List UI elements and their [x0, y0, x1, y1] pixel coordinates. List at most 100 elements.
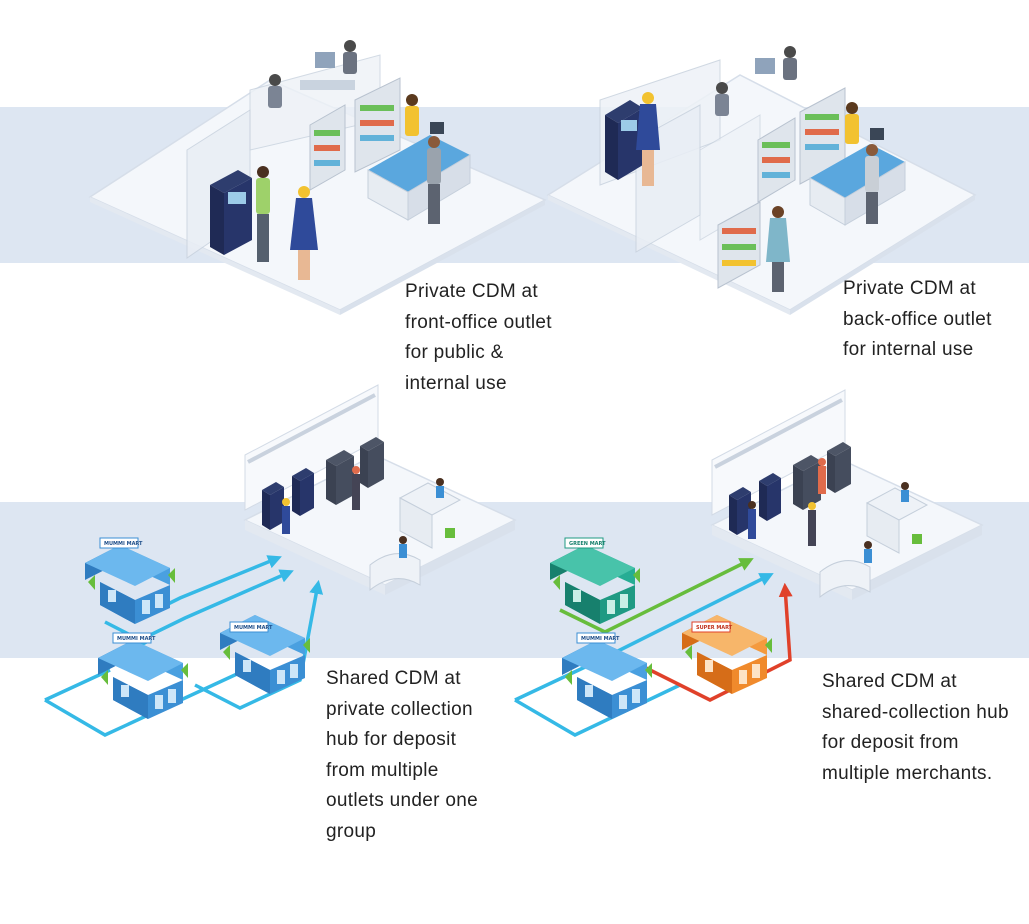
store-sign: MUMMI MART: [581, 636, 620, 642]
cashier-counter-icon: [367, 122, 471, 221]
cash-deposit-machine-icon: [262, 437, 384, 530]
person-icon: [748, 501, 756, 509]
scene-front-office: [88, 40, 547, 315]
person-icon: [343, 52, 357, 74]
caption-private-back-office: Private CDM at back-office outlet for in…: [843, 274, 992, 366]
scene-private-hub: [243, 384, 517, 595]
caption-private-front-office: Private CDM at front-office outlet for p…: [405, 277, 552, 399]
person-icon: [399, 544, 407, 558]
caption-line: outlets under one: [326, 790, 478, 811]
caption-line: front-office outlet: [405, 311, 552, 333]
caption-line: Private CDM at: [405, 281, 539, 302]
monitor: [755, 58, 775, 74]
person-icon: [256, 178, 270, 214]
person-icon: [399, 536, 407, 544]
person-icon: [282, 498, 290, 506]
floor-edge: [245, 520, 385, 595]
person-icon: [436, 478, 444, 486]
caption-line: Shared CDM at: [822, 671, 957, 692]
person-icon: [405, 106, 419, 136]
person-icon: [257, 214, 269, 262]
cash-deposit-machine-icon: [605, 100, 643, 180]
scene-back-office: [546, 46, 977, 315]
caption-line: for deposit from: [822, 732, 959, 753]
caption-line: hub for deposit: [326, 729, 457, 750]
person-icon: [748, 509, 756, 539]
person-icon: [428, 184, 440, 224]
person-icon: [766, 218, 790, 262]
person-icon: [344, 40, 356, 52]
person-icon: [715, 94, 729, 116]
person-icon: [269, 74, 281, 86]
person-icon: [864, 549, 872, 563]
floor-edge: [790, 195, 975, 315]
person-icon: [428, 136, 440, 148]
caption-line: back-office outlet: [843, 308, 992, 330]
floor-edge: [340, 200, 545, 315]
caption-line: private collection: [326, 698, 473, 720]
person-icon: [257, 166, 269, 178]
person-icon: [784, 46, 796, 58]
person-icon: [901, 482, 909, 490]
person-icon: [636, 104, 660, 150]
person-icon: [298, 186, 310, 198]
cash-deposit-machine-icon: [210, 170, 252, 255]
person-icon: [290, 198, 318, 250]
caption-line: from multiple: [326, 759, 439, 781]
person-icon: [772, 206, 784, 218]
store-sign: SUPER MART: [696, 625, 733, 631]
floor-edge: [548, 195, 790, 315]
desk: [300, 80, 355, 90]
shelf-icon: [309, 77, 401, 191]
person-icon: [298, 250, 310, 280]
person-icon: [808, 510, 816, 546]
floor-edge: [852, 525, 982, 600]
storefront-icon: MUMMI MART: [85, 537, 175, 624]
person-icon: [865, 156, 879, 192]
floor-edge: [712, 525, 852, 600]
shelf-icon: [717, 87, 846, 289]
caption-line: internal use: [405, 372, 507, 394]
caption-line: Shared CDM at: [326, 668, 461, 689]
caption-line: shared-collection hub: [822, 701, 1009, 723]
caption-shared-collection-hub: Shared CDM at shared-collection hub for …: [822, 667, 1009, 789]
caption-line: group: [326, 820, 377, 842]
scene-shared-hub: [710, 389, 984, 600]
person-icon: [642, 150, 654, 186]
storefront-icon: GREEN MART: [550, 537, 640, 624]
person-icon: [642, 92, 654, 104]
store-sign: MUMMI MART: [117, 636, 156, 642]
storefront-icon: MUMMI MART: [220, 615, 310, 694]
caption-line: multiple merchants.: [822, 762, 993, 784]
plant: [445, 528, 455, 538]
person-icon: [716, 82, 728, 94]
person-icon: [352, 466, 360, 474]
cash-deposit-machine-icon: [729, 442, 851, 535]
person-icon: [783, 58, 797, 80]
storefront-icon: MUMMI MART: [98, 632, 188, 719]
person-icon: [772, 262, 784, 292]
storefront-icon: SUPER MART: [682, 615, 772, 694]
person-icon: [436, 486, 444, 498]
reception-counter: [369, 482, 462, 592]
reception-counter: [819, 487, 929, 599]
person-icon: [352, 474, 360, 510]
storefront-icon: MUMMI MART: [562, 632, 652, 719]
person-icon: [268, 86, 282, 108]
person-icon: [864, 541, 872, 549]
person-icon: [808, 502, 816, 510]
caption-shared-private-hub: Shared CDM at private collection hub for…: [326, 664, 478, 847]
caption-line: for internal use: [843, 339, 974, 360]
store-sign: GREEN MART: [569, 541, 606, 547]
person-icon: [427, 148, 441, 184]
person-icon: [406, 94, 418, 106]
person-icon: [818, 466, 826, 494]
person-icon: [866, 192, 878, 224]
caption-line: for public &: [405, 342, 504, 363]
person-icon: [818, 458, 826, 466]
monitor: [315, 52, 335, 68]
caption-line: Private CDM at: [843, 278, 977, 299]
person-icon: [282, 506, 290, 534]
